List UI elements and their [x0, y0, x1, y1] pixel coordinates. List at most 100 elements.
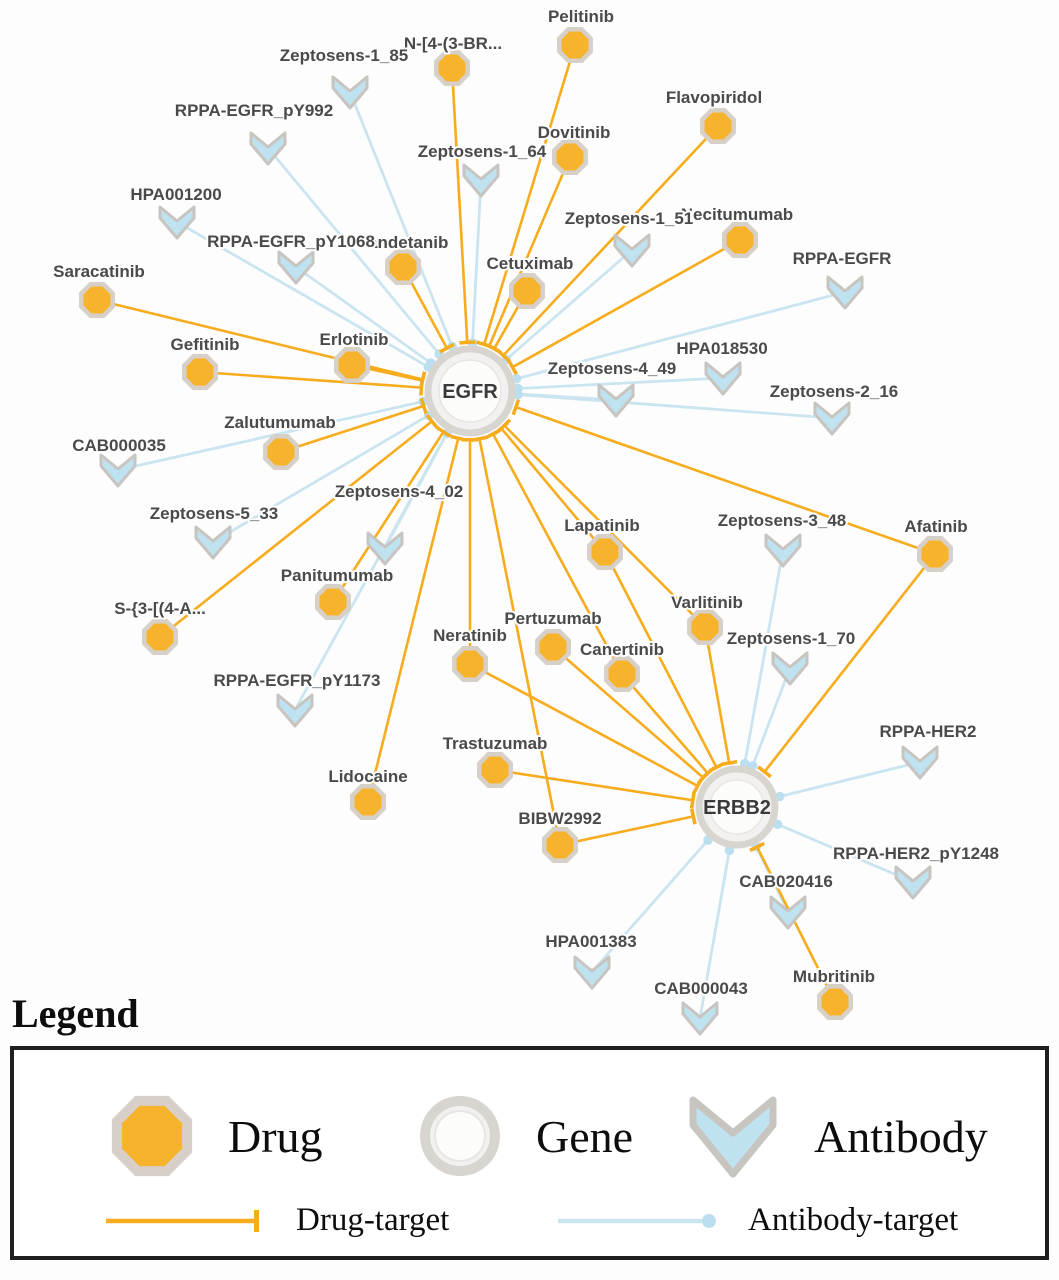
label-CAB020416: CAB020416 [739, 872, 833, 891]
edge-drug-Neratinib-ERBB2 [469, 662, 703, 794]
node-drug-Saracatinib [79, 282, 115, 318]
label-Zeptosens-2_16: Zeptosens-2_16 [770, 382, 899, 401]
label-RPPA-HER2: RPPA-HER2 [880, 722, 977, 741]
label-RPPA-EGFR_pY992: RPPA-EGFR_pY992 [175, 101, 333, 120]
node-drug-Dovitinib [552, 139, 588, 175]
node-antibody-Zeptosens-1_64 [462, 163, 500, 198]
node-drug-Neratinib [452, 646, 488, 682]
label-HPA001200: HPA001200 [130, 185, 221, 204]
label-Zeptosens-4_02: Zeptosens-4_02 [335, 482, 464, 501]
legend-item-antibody-target: Antibody-target [554, 1202, 958, 1239]
label-HPA018530: HPA018530 [676, 339, 767, 358]
label-BIBW2992: BIBW2992 [518, 809, 601, 828]
legend-box: Drug Gene Antibody Drug-target [10, 1046, 1049, 1260]
node-drug-Necitumumab [722, 222, 758, 258]
label-Canertinib: Canertinib [580, 640, 664, 659]
node-antibody-Zeptosens-4_02 [366, 531, 404, 566]
node-antibody-RPPA-EGFR_pY1068 [277, 250, 315, 285]
label-RPPA-EGFR_pY1068: RPPA-EGFR_pY1068 [207, 232, 375, 251]
edge-drug-Necitumumab-EGFR [507, 238, 741, 376]
node-drug-Lidocaine [350, 784, 386, 820]
edge-antibody-RPPA-EGFR_pY1068-EGFR [295, 265, 436, 368]
edge-antibody-Zeptosens-5_33-EGFR [212, 410, 434, 544]
edge-antibody-RPPA-EGFR_pY992-EGFR [266, 147, 445, 359]
edge-drug-Afatinib-ERBB2 [757, 553, 937, 779]
edge-drug-Canertinib-ERBB2 [621, 673, 715, 780]
node-antibody-Zeptosens-1_70 [771, 651, 809, 686]
legend-drug-target-label: Drug-target [296, 1202, 450, 1238]
node-drug-Pertuzumab [535, 629, 571, 665]
label-Varlitinib: Varlitinib [671, 593, 743, 612]
label-Gefitinib: Gefitinib [171, 335, 240, 354]
node-drug-N-[4-(3-BR... [434, 50, 470, 86]
node-antibody-Zeptosens-1_85 [331, 75, 369, 110]
node-drug-Lapatinib [587, 534, 623, 570]
edge-drug-Lidocaine-EGFR [366, 434, 467, 803]
edge-drug-Varlitinib-EGFR [497, 418, 706, 628]
node-antibody-CAB000035 [99, 453, 137, 488]
label-Lidocaine: Lidocaine [328, 767, 407, 786]
edge-drug-Lapatinib-EGFR [494, 421, 606, 553]
node-drug-Zalutumumab [263, 434, 299, 470]
label-Trastuzumab: Trastuzumab [443, 734, 548, 753]
label-RPPA-HER2_pY1248: RPPA-HER2_pY1248 [833, 844, 999, 863]
label-Necitumumab: Necitumumab [681, 205, 793, 224]
node-antibody-RPPA-EGFR_pY992 [249, 131, 287, 166]
edge-layer [96, 44, 937, 1019]
gene-circle-icon [420, 1096, 500, 1176]
node-antibody-HPA001383 [573, 955, 611, 990]
edge-drug-Panitumumab-EGFR [331, 425, 452, 603]
edge-drug-Dovitinib-EGFR [481, 156, 572, 352]
node-drug-Trastuzumab [477, 752, 513, 788]
edge-drug-Varlitinib-ERBB2 [703, 626, 738, 767]
edge-drug-Lapatinib-ERBB2 [603, 551, 725, 773]
label-Pertuzumab: Pertuzumab [504, 609, 601, 628]
edge-antibody-Zeptosens-1_85-EGFR [348, 91, 457, 352]
label-S-{3-[(4-A...: S-{3-[(4-A... [114, 599, 206, 618]
label-Erlotinib: Erlotinib [320, 330, 389, 349]
node-drug-Flavopiridol [700, 108, 736, 144]
label-Zeptosens-4_49: Zeptosens-4_49 [548, 359, 677, 378]
node-antibody-Zeptosens-3_48 [764, 533, 802, 568]
edge-drug-Flavopiridol-EGFR [496, 125, 719, 363]
node-drug-S-{3-[(4-A... [142, 619, 178, 655]
node-drug-Mubritinib [817, 984, 853, 1020]
node-antibody-RPPA-HER2 [901, 745, 939, 780]
legend-item-drug-target: Drug-target [102, 1202, 449, 1239]
label-EGFR: EGFR [442, 381, 498, 403]
label-Zeptosens-1_64: Zeptosens-1_64 [418, 142, 547, 161]
edge-drug-Mubritinib-ERBB2 [749, 841, 837, 1003]
node-drug-Cetuximab [509, 273, 545, 309]
node-antibody-RPPA-EGFR [826, 275, 864, 310]
node-drug-Vandetanib [385, 249, 421, 285]
edge-drug-Canertinib-EGFR [485, 428, 624, 675]
edge-drug-S-{3-[(4-A...-EGFR [159, 413, 439, 639]
label-Zalutumumab: Zalutumumab [224, 413, 335, 432]
label-Saracatinib: Saracatinib [53, 262, 145, 281]
label-layer: PelitinibN-[4-(3-BR...DovitinibFlavopiri… [51, 5, 1001, 1000]
node-antibody-RPPA-EGFR_pY1173 [276, 693, 314, 728]
edge-drug-Zalutumumab-EGFR [280, 397, 428, 454]
legend-gene-label: Gene [536, 1110, 634, 1162]
edge-antibody-RPPA-EGFR-EGFR [511, 290, 846, 384]
node-gene-ERBB2: ERBB2 [695, 765, 779, 849]
node-drug-Afatinib [917, 536, 953, 572]
label-Flavopiridol: Flavopiridol [666, 88, 762, 107]
label-Zeptosens-1_51: Zeptosens-1_51 [565, 209, 694, 228]
drug-target-edge-icon [106, 1209, 259, 1232]
node-antibody-Zeptosens-2_16 [813, 401, 851, 436]
edge-antibody-Zeptosens-1_64-EGFR [467, 179, 483, 348]
label-Neratinib: Neratinib [433, 626, 507, 645]
label-Cetuximab: Cetuximab [487, 254, 574, 273]
legend-item-antibody: Antibody [678, 1086, 988, 1186]
edge-antibody-RPPA-EGFR_pY1173-EGFR [293, 428, 452, 711]
edge-drug-Afatinib-EGFR [511, 398, 936, 556]
label-Afatinib: Afatinib [904, 517, 967, 536]
label-CAB000043: CAB000043 [654, 979, 748, 998]
legend-item-gene: Gene [410, 1086, 633, 1186]
label-Mubritinib: Mubritinib [793, 967, 875, 986]
edge-drug-BIBW2992-ERBB2 [559, 808, 697, 847]
edge-antibody-CAB000035-EGFR [117, 396, 428, 472]
edge-antibody-RPPA-HER2_pY1248-ERBB2 [772, 819, 914, 884]
edge-drug-N-[4-(3-BR...-EGFR [450, 67, 476, 345]
